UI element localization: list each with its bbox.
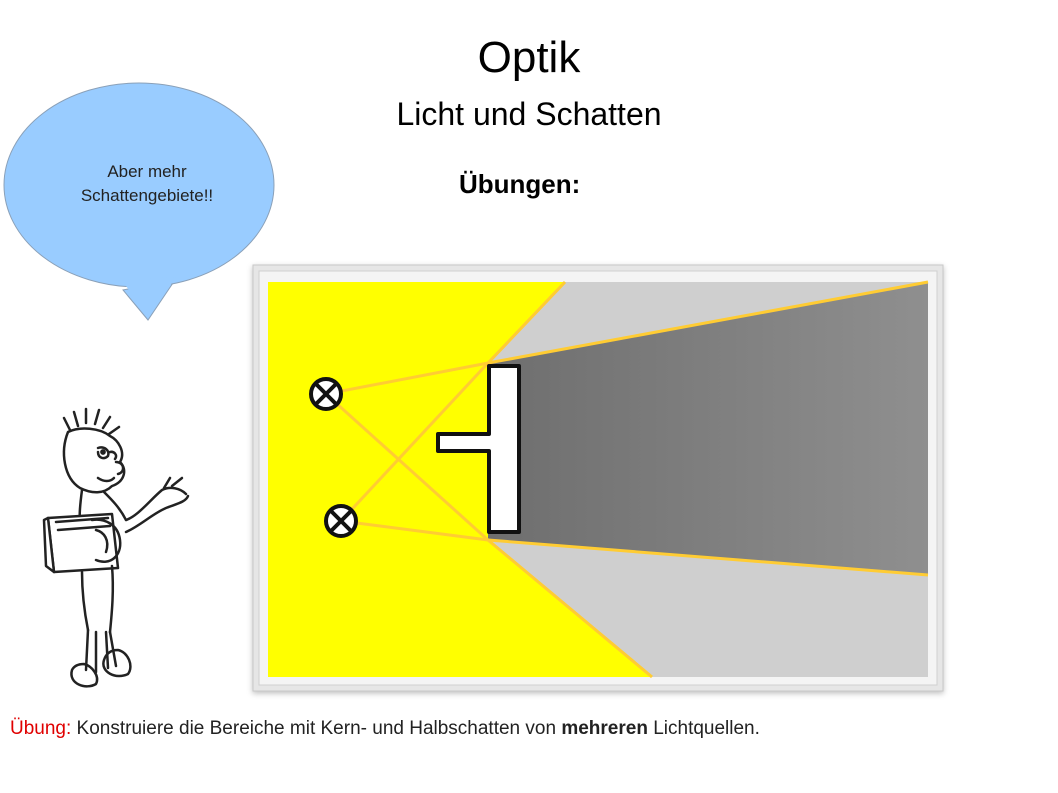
ray-line bbox=[340, 519, 489, 542]
ray-line bbox=[325, 361, 489, 396]
ray-line bbox=[339, 361, 490, 523]
speech-bubble bbox=[3, 82, 275, 321]
exercise-label: Übung: bbox=[10, 718, 72, 739]
ray-line bbox=[324, 392, 490, 542]
section-heading: Übungen: bbox=[459, 169, 581, 199]
speech-bubble-text: Aber mehr Schattengebiete!! bbox=[22, 160, 272, 208]
page-subtitle: Licht und Schatten bbox=[396, 96, 662, 132]
exercise-emphasis: mehreren bbox=[561, 718, 648, 739]
t-shaped-obstacle bbox=[436, 364, 521, 534]
cartoon-figure-icon bbox=[42, 407, 190, 688]
exercise-text-part: Lichtquellen. bbox=[647, 718, 760, 739]
lamp-icon bbox=[309, 377, 343, 411]
lamp-icon bbox=[324, 504, 358, 538]
speech-bubble-line: Aber mehr bbox=[107, 162, 187, 181]
page-title: Optik bbox=[477, 33, 581, 82]
shadow-scene bbox=[268, 280, 929, 679]
speech-bubble-line: Schattengebiete!! bbox=[80, 186, 214, 205]
umbra-region bbox=[488, 282, 928, 575]
ray-line bbox=[487, 538, 929, 577]
exercise-text-part: Konstruiere die Bereiche mit Kern- und H… bbox=[71, 718, 562, 739]
exercise-text: Übung: Konstruiere die Bereiche mit Kern… bbox=[10, 719, 1050, 738]
light-region bbox=[268, 282, 652, 677]
ray-line bbox=[487, 538, 653, 679]
ray-line bbox=[487, 280, 929, 365]
ray-line bbox=[486, 280, 567, 365]
